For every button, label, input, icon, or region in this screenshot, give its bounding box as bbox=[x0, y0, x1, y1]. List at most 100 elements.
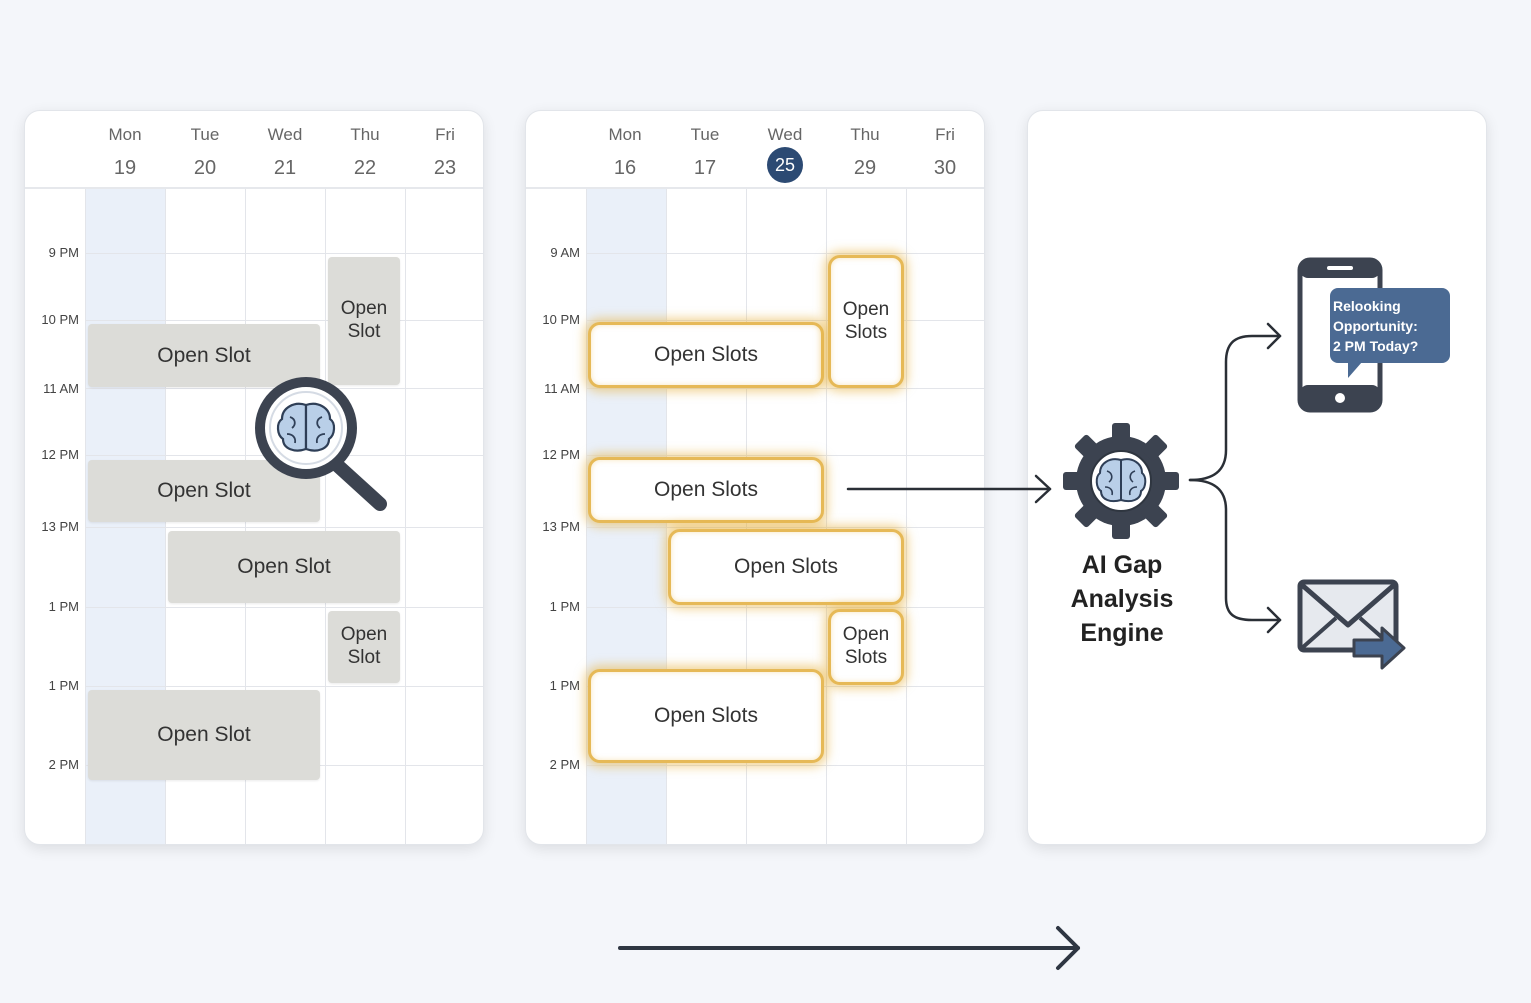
slot-label-line: Open bbox=[340, 624, 388, 646]
day-name: Thu bbox=[850, 125, 880, 144]
time-label: 10 PM bbox=[542, 312, 580, 327]
calendar-header: Mon 16 Tue 17 Wed 25 Thu 29 Fri 30 bbox=[526, 111, 984, 189]
grid-line bbox=[586, 388, 984, 389]
time-label: 12 PM bbox=[542, 447, 580, 462]
open-slot[interactable]: Open Slot bbox=[88, 460, 320, 522]
grid-line bbox=[586, 189, 587, 844]
calendar-panel-middle: Mon 16 Tue 17 Wed 25 Thu 29 Fri 30 bbox=[525, 110, 985, 845]
grid-line bbox=[586, 253, 984, 254]
day-column-head[interactable]: Wed 21 bbox=[245, 125, 325, 185]
day-column-head[interactable]: Fri 23 bbox=[405, 125, 483, 185]
day-name: Fri bbox=[935, 125, 955, 144]
engine-label-line: AI Gap bbox=[1081, 551, 1163, 579]
grid-line bbox=[586, 455, 984, 456]
open-slots-highlight[interactable]: Open Slots bbox=[588, 669, 824, 763]
slot-label-line: Open bbox=[340, 298, 388, 320]
open-slots-highlight[interactable]: Open Slots bbox=[668, 529, 904, 605]
day-name: Fri bbox=[435, 125, 455, 144]
grid-line bbox=[906, 189, 907, 844]
day-number: 22 bbox=[353, 157, 377, 179]
bubble-text: Relooking Opportunity: 2 PM Today? bbox=[1333, 296, 1447, 356]
day-column-head[interactable]: Tue 17 bbox=[665, 125, 745, 185]
day-name: Tue bbox=[690, 125, 720, 144]
open-slot[interactable]: Open Slot bbox=[88, 324, 320, 387]
time-label: 12 PM bbox=[41, 447, 79, 462]
time-label: 11 AM bbox=[544, 381, 580, 396]
bubble-line: Relooking bbox=[1333, 298, 1401, 314]
day-name: Wed bbox=[267, 125, 303, 144]
calendar-panel-left: Mon 19 Tue 20 Wed 21 Thu 22 Fri 23 bbox=[24, 110, 484, 845]
open-slot[interactable]: Open Slot bbox=[328, 611, 400, 683]
time-label: 2 PM bbox=[48, 757, 79, 772]
open-slot[interactable]: Open Slot bbox=[168, 531, 400, 603]
engine-label-line: Engine bbox=[1080, 619, 1164, 647]
day-number: 30 bbox=[933, 157, 957, 179]
day-number: 20 bbox=[193, 157, 217, 179]
day-number: 21 bbox=[273, 157, 297, 179]
grid-line bbox=[586, 607, 984, 608]
open-slots-highlight[interactable]: Open Slots bbox=[588, 322, 824, 388]
bubble-line: Opportunity: bbox=[1333, 318, 1418, 334]
open-slot[interactable]: Open Slot bbox=[88, 690, 320, 780]
slot-label-line: Slots bbox=[844, 647, 888, 668]
time-label: 13 PM bbox=[542, 519, 580, 534]
slot-label-line: Slot bbox=[347, 321, 381, 342]
grid-line bbox=[405, 189, 406, 844]
grid-line bbox=[826, 189, 827, 844]
engine-label: AI Gap Analysis Engine bbox=[1038, 548, 1206, 650]
day-number: 19 bbox=[113, 157, 137, 179]
time-label: 11 AM bbox=[43, 381, 79, 396]
grid-line bbox=[85, 189, 86, 844]
arrow-to-engine bbox=[846, 474, 1052, 504]
day-name: Thu bbox=[350, 125, 380, 144]
today-badge: 25 bbox=[767, 147, 803, 183]
calendar-grid: 9 PM 10 PM 11 AM 12 PM 13 PM 1 PM 1 PM 2… bbox=[25, 189, 483, 844]
grid-line bbox=[325, 189, 326, 844]
time-label: 1 PM bbox=[48, 678, 79, 693]
message-bubble-icon bbox=[1330, 288, 1450, 378]
day-number: 23 bbox=[433, 157, 457, 179]
day-name: Tue bbox=[190, 125, 220, 144]
open-slots-highlight[interactable]: Open Slots bbox=[828, 609, 904, 685]
grid-line bbox=[85, 607, 483, 608]
grid-line bbox=[85, 527, 483, 528]
slot-label-line: Slots bbox=[844, 321, 888, 343]
day-name: Wed bbox=[767, 125, 803, 144]
bottom-flow-arrow bbox=[618, 926, 1080, 970]
open-slot[interactable]: Open Slot bbox=[328, 257, 400, 385]
slot-label-line: Slot bbox=[347, 647, 381, 668]
grid-line bbox=[85, 686, 483, 687]
open-slots-highlight[interactable]: Open Slots bbox=[588, 457, 824, 523]
calendar-grid: 9 AM 10 PM 11 AM 12 PM 13 PM 1 PM 1 PM 2… bbox=[526, 189, 984, 844]
time-label: 9 AM bbox=[550, 245, 580, 260]
engine-label-line: Analysis bbox=[1070, 585, 1174, 613]
time-label: 2 PM bbox=[549, 757, 580, 772]
day-number: 16 bbox=[613, 157, 637, 179]
day-name: Mon bbox=[108, 125, 142, 144]
grid-line bbox=[586, 765, 984, 766]
time-label: 9 PM bbox=[48, 245, 79, 260]
slot-label-line: Open bbox=[842, 624, 890, 646]
grid-line bbox=[586, 320, 984, 321]
grid-line bbox=[85, 320, 483, 321]
email-forward-icon bbox=[1297, 579, 1406, 670]
day-column-head[interactable]: Mon 16 bbox=[585, 125, 665, 185]
day-column-head[interactable]: Wed 25 bbox=[745, 125, 825, 183]
magnifier-brain-icon bbox=[255, 377, 387, 511]
day-number: 17 bbox=[693, 157, 717, 179]
branch-arrows bbox=[1188, 322, 1282, 634]
time-label: 1 PM bbox=[549, 678, 580, 693]
day-column-head[interactable]: Thu 22 bbox=[325, 125, 405, 185]
time-label: 13 PM bbox=[41, 519, 79, 534]
slot-label-line: Open bbox=[842, 298, 890, 320]
time-label: 10 PM bbox=[41, 312, 79, 327]
day-column-head[interactable]: Fri 30 bbox=[905, 125, 984, 185]
day-column-head[interactable]: Tue 20 bbox=[165, 125, 245, 185]
day-number: 29 bbox=[853, 157, 877, 179]
open-slots-highlight[interactable]: Open Slots bbox=[828, 255, 904, 388]
time-label: 1 PM bbox=[549, 599, 580, 614]
day-column-head[interactable]: Thu 29 bbox=[825, 125, 905, 185]
grid-line bbox=[85, 253, 483, 254]
day-column-head[interactable]: Mon 19 bbox=[85, 125, 165, 185]
